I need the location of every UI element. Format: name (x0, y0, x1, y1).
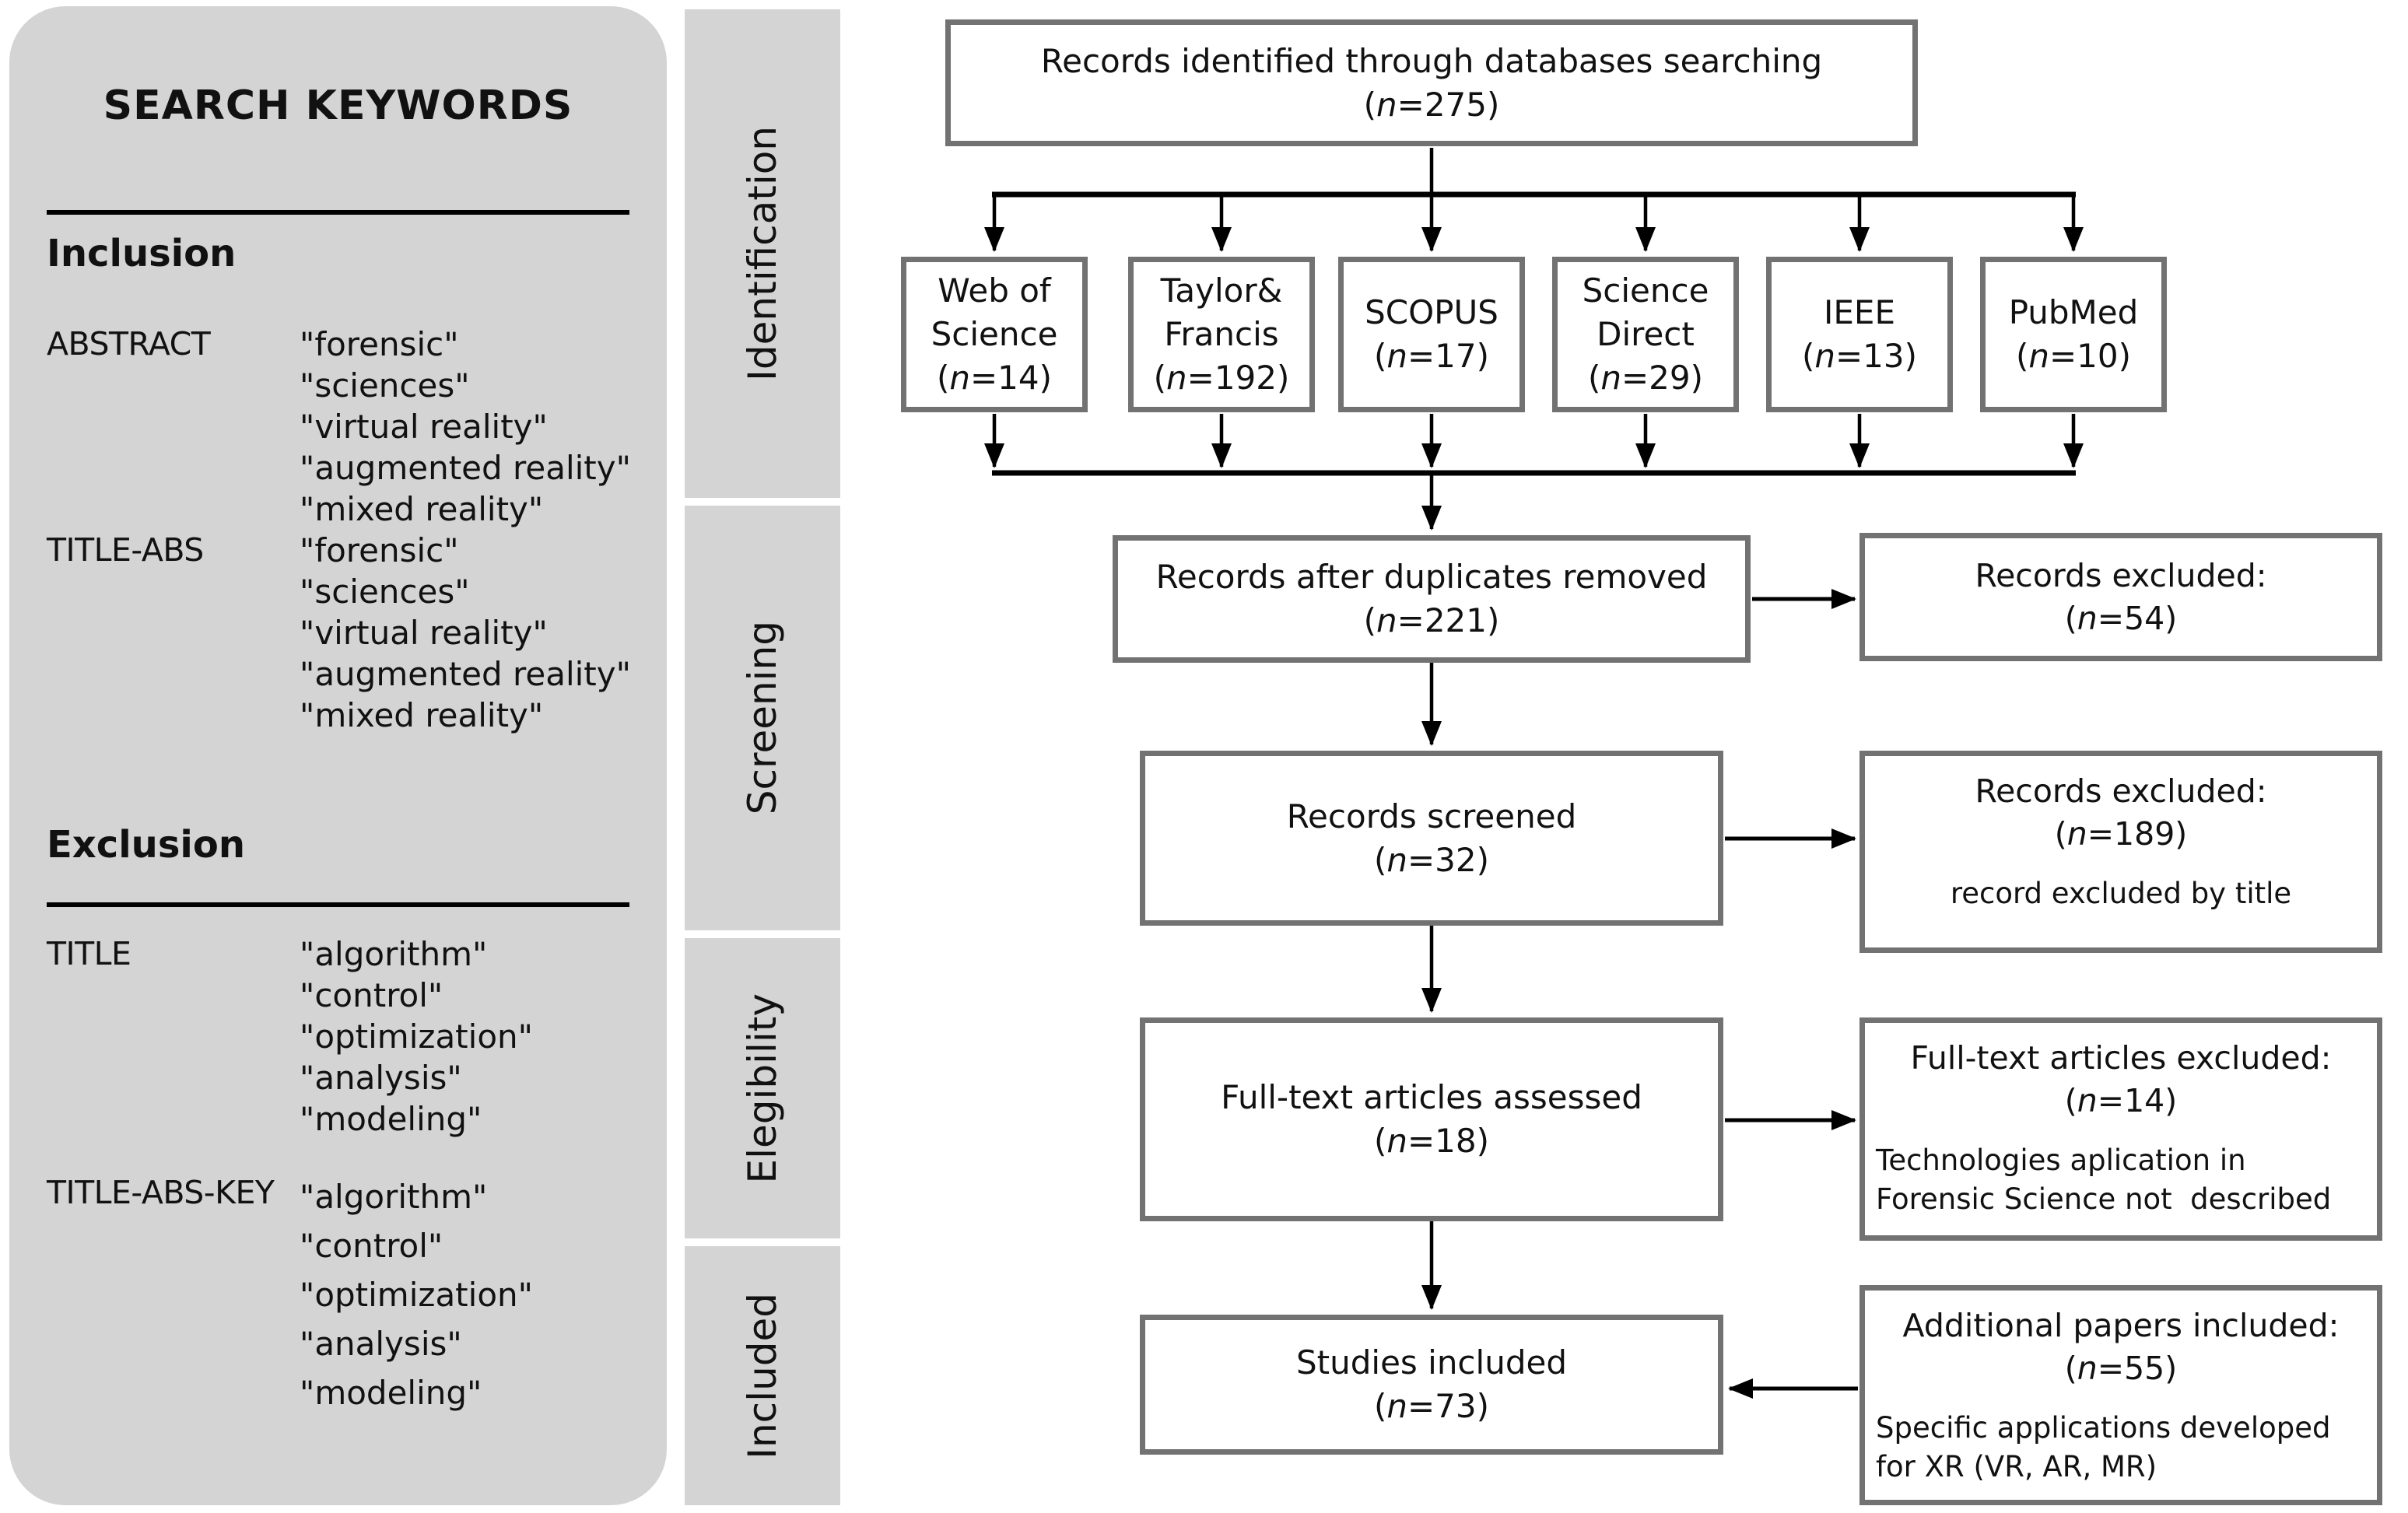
keyword-list: "forensic" "sciences" "virtual reality" … (300, 531, 631, 734)
keyword-list: "algorithm" "control" "optimization" "an… (300, 935, 533, 1138)
box-text: Records excluded: (1975, 772, 2267, 810)
stage-band-eligibility: Elegibility (685, 938, 840, 1238)
divider-inclusion (47, 210, 629, 215)
keyword-field-label: ABSTRACT (47, 325, 211, 362)
box-count: (n=18) (1373, 1122, 1490, 1160)
box-count: (n=29) (1587, 359, 1704, 397)
box-records-excluded-54: Records excluded: (n=54) (1859, 533, 2382, 661)
inclusion-list: ABSTRACT "forensic" "sciences" "virtual … (47, 324, 631, 736)
exclusion-heading: Exclusion (47, 823, 245, 867)
keyword-field-label: TITLE-ABS-KEY (47, 1174, 275, 1211)
exclusion-list: TITLE "algorithm" "control" "optimizatio… (47, 933, 629, 1417)
stage-label: Identification (740, 126, 785, 381)
stage-label: Screening (740, 621, 785, 815)
box-count: (n=54) (2064, 599, 2178, 637)
inclusion-heading: Inclusion (47, 232, 237, 275)
box-text: Additional papers included: (1902, 1307, 2340, 1344)
box-records-excluded-189: Records excluded: (n=189) record exclude… (1859, 751, 2382, 953)
box-count: (n=275) (1363, 85, 1500, 124)
box-additional-included: Additional papers included: (n=55) Speci… (1859, 1285, 2382, 1505)
stage-label: Elegibility (740, 993, 785, 1184)
box-database-ieee: IEEE (n=13) (1766, 257, 1953, 412)
database-name: Taylor& Francis (1160, 271, 1283, 353)
stage-band-included: Included (685, 1246, 840, 1505)
stage-label: Included (740, 1292, 785, 1459)
box-fulltext-excluded: Full-text articles excluded: (n=14) Tech… (1859, 1017, 2382, 1241)
box-records-screened: Records screened (n=32) (1140, 751, 1723, 926)
box-database-web-of-science: Web of Science (n=14) (901, 257, 1088, 412)
box-text: Full-text articles excluded: (1910, 1039, 2332, 1077)
search-keywords-panel: SEARCH KEYWORDS Inclusion ABSTRACT "fore… (9, 6, 667, 1505)
database-name: IEEE (1824, 293, 1895, 331)
keyword-field-label: TITLE-ABS (47, 531, 204, 569)
box-count: (n=32) (1373, 840, 1490, 879)
box-fulltext-assessed: Full-text articles assessed (n=18) (1140, 1017, 1723, 1221)
stage-band-identification: Identification (685, 9, 840, 498)
box-text: Records screened (1286, 797, 1577, 835)
box-text: Studies included (1296, 1343, 1567, 1382)
database-name: Web of Science (931, 271, 1058, 353)
divider-exclusion (47, 902, 629, 907)
box-count: (n=189) (2054, 815, 2188, 853)
box-count: (n=192) (1153, 359, 1290, 397)
box-text: Full-text articles assessed (1221, 1078, 1642, 1116)
database-name: SCOPUS (1365, 293, 1498, 331)
box-text: Records excluded: (1975, 556, 2267, 594)
keyword-list: "forensic" "sciences" "virtual reality" … (300, 325, 631, 528)
box-studies-included: Studies included (n=73) (1140, 1315, 1723, 1455)
box-text: Records after duplicates removed (1155, 558, 1708, 596)
box-count: (n=17) (1373, 337, 1490, 375)
box-count: (n=55) (2064, 1350, 2178, 1387)
box-count: (n=10) (2015, 337, 2132, 375)
box-database-scopus: SCOPUS (n=17) (1338, 257, 1525, 412)
keyword-field-label: TITLE (47, 935, 131, 972)
box-count: (n=13) (1801, 337, 1918, 375)
box-note: Technologies aplication in Forensic Scie… (1876, 1144, 2332, 1216)
box-note: record excluded by title (1950, 877, 2292, 910)
box-count: (n=221) (1363, 601, 1500, 639)
box-database-science-direct: Science Direct (n=29) (1552, 257, 1739, 412)
stage-band-screening: Screening (685, 506, 840, 930)
box-count: (n=14) (936, 359, 1053, 397)
box-count: (n=14) (2064, 1082, 2178, 1119)
box-duplicates-removed: Records after duplicates removed (n=221) (1113, 535, 1751, 663)
box-text: Records identified through databases sea… (1040, 41, 1823, 80)
box-count: (n=73) (1373, 1387, 1490, 1425)
box-records-identified: Records identified through databases sea… (945, 19, 1918, 146)
database-name: PubMed (2008, 293, 2139, 331)
panel-title: SEARCH KEYWORDS (103, 82, 573, 129)
box-database-pubmed: PubMed (n=10) (1980, 257, 2167, 412)
box-note: Specific applications developed for XR (… (1876, 1411, 2331, 1483)
box-database-taylor-francis: Taylor& Francis (n=192) (1128, 257, 1315, 412)
database-name: Science Direct (1582, 271, 1709, 353)
keyword-list: "algorithm" "control" "optimization" "an… (300, 1178, 533, 1412)
